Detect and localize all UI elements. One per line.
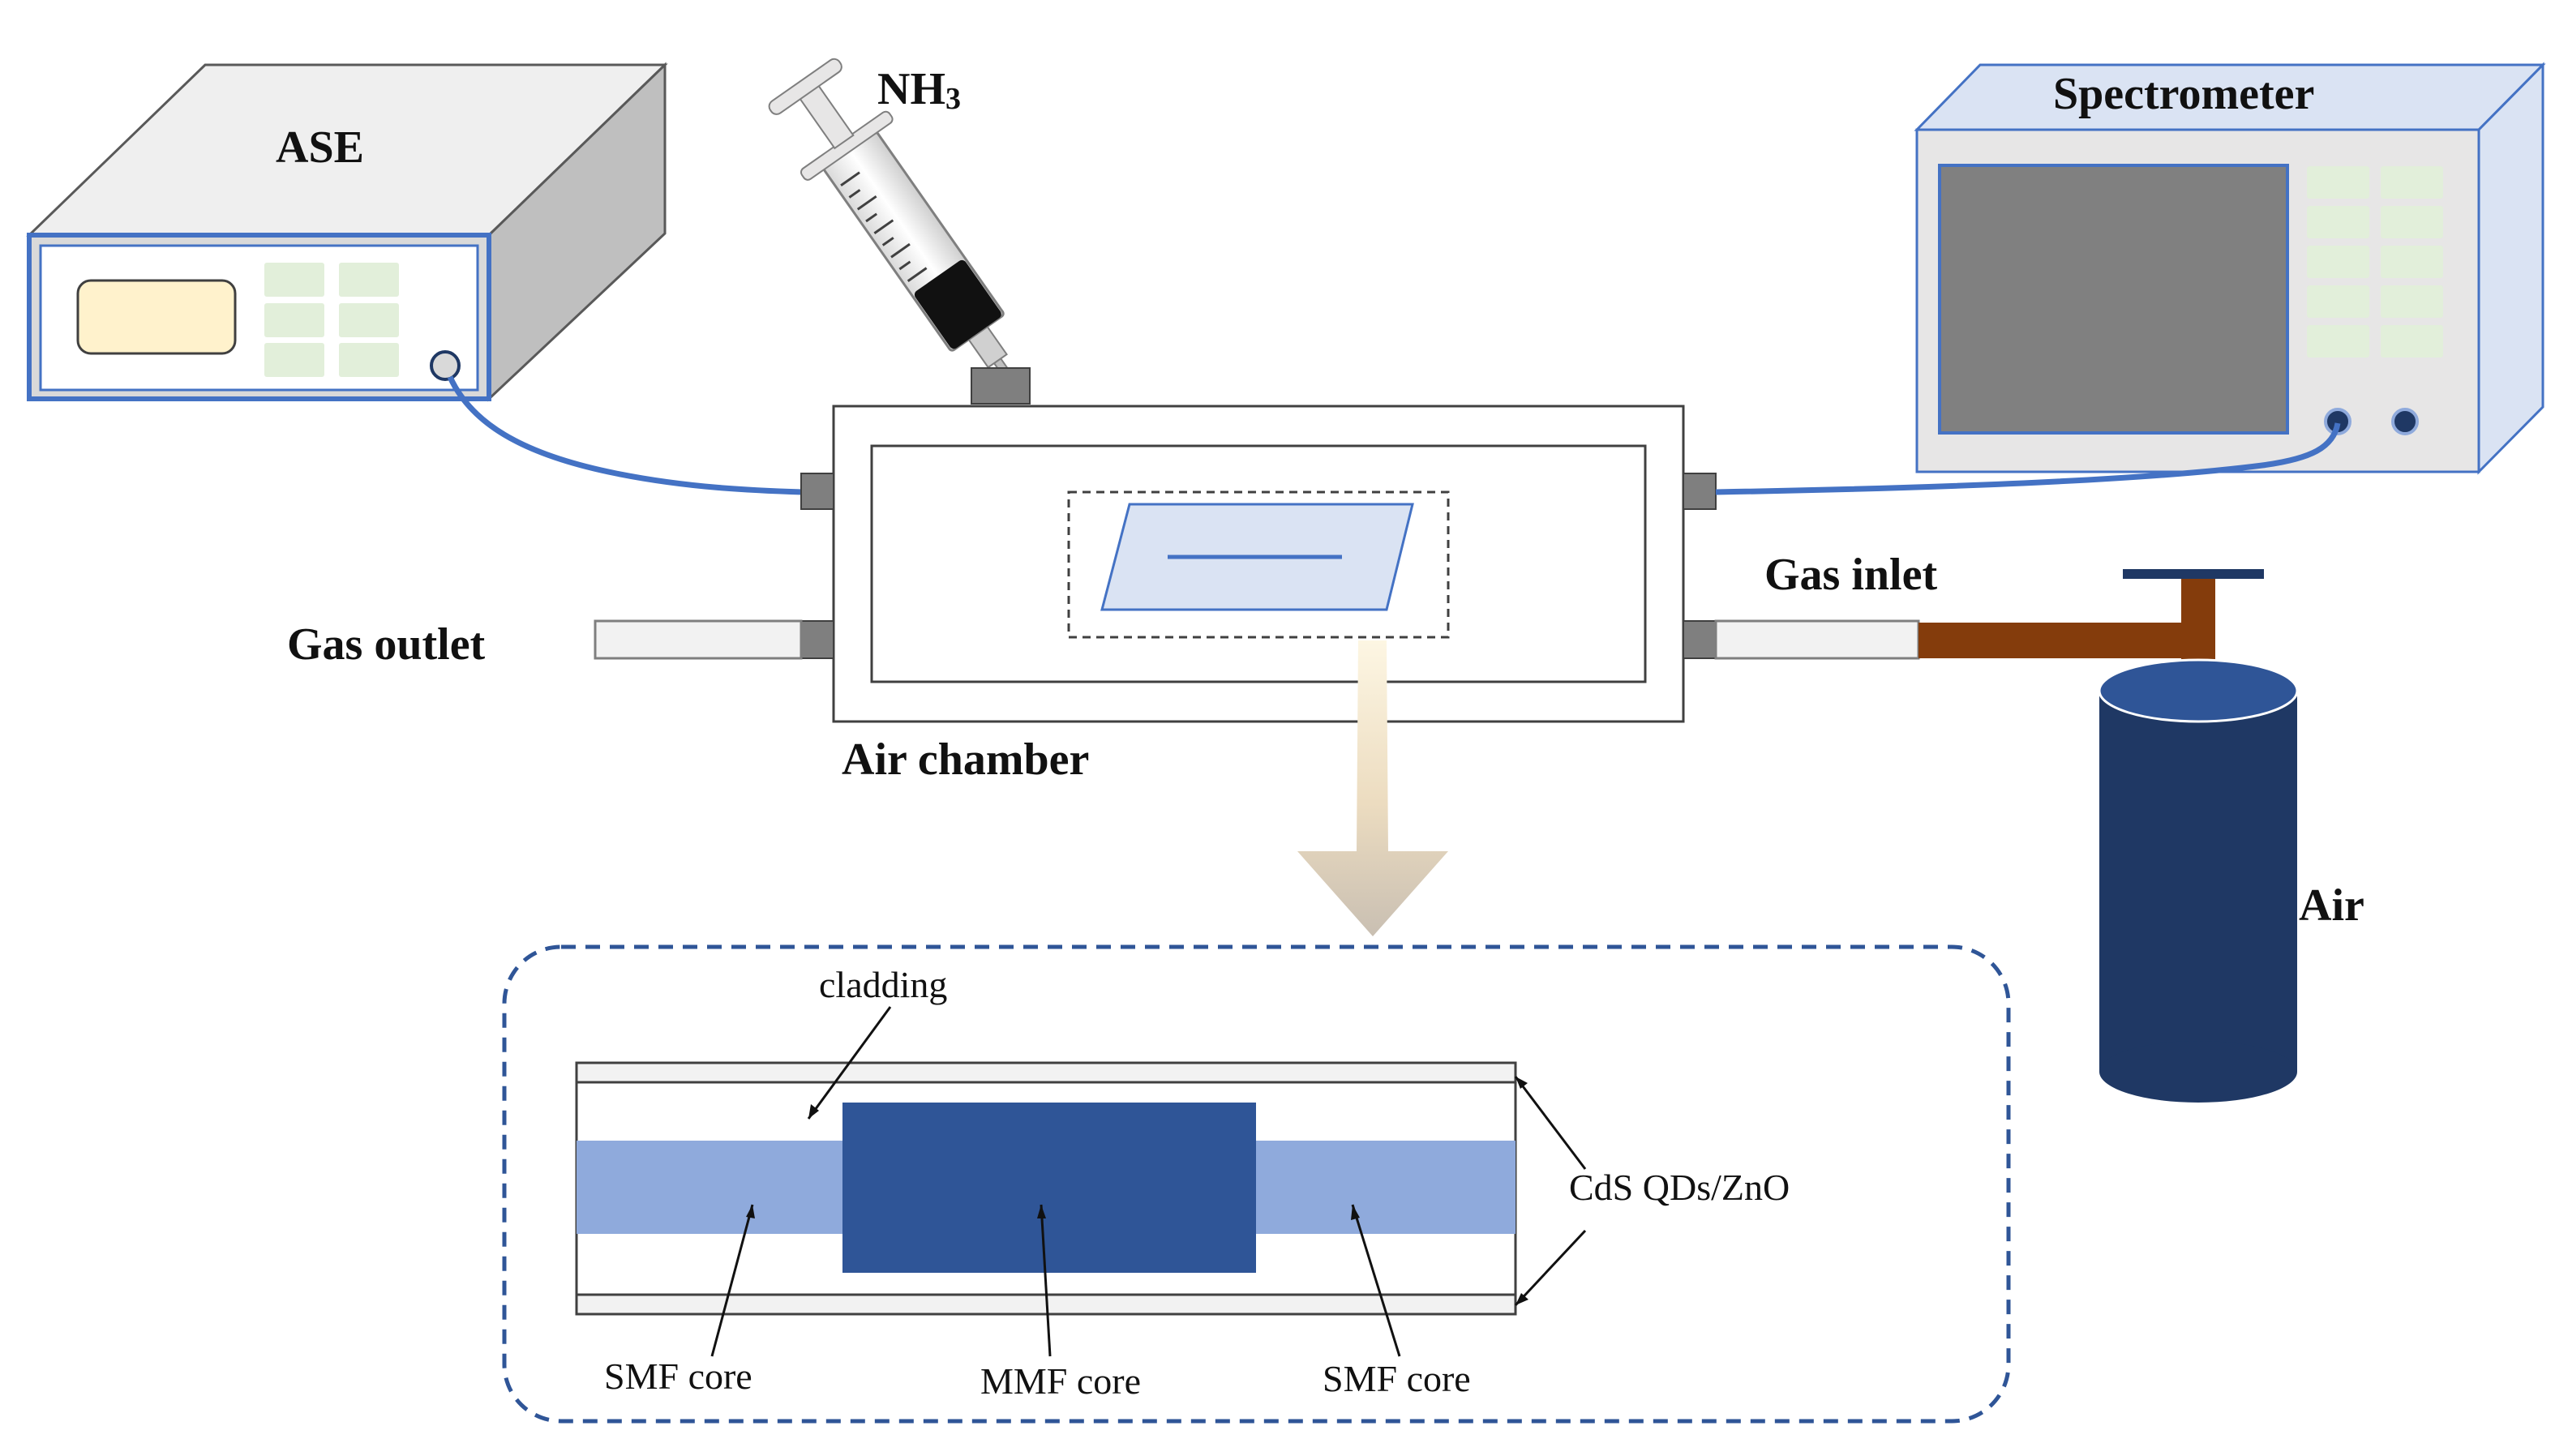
smf-core-left-label: SMF core bbox=[604, 1355, 752, 1397]
smf-left-arrowhead bbox=[746, 1205, 755, 1218]
fiber-port-right bbox=[1683, 473, 1717, 510]
smf-core-segment-left bbox=[577, 1141, 844, 1234]
input-fiber bbox=[447, 375, 804, 495]
chamber-inlet-port bbox=[971, 367, 1031, 405]
ase-key bbox=[339, 343, 399, 377]
coating-leader-top bbox=[1514, 1076, 1587, 1170]
mmf-leader bbox=[1040, 1204, 1052, 1357]
spectrometer-key bbox=[2307, 206, 2369, 238]
gas-port-left bbox=[800, 620, 834, 659]
ase-keypad bbox=[264, 263, 399, 377]
gas-inlet-label: Gas inlet bbox=[1764, 550, 1937, 600]
cladding-label: cladding bbox=[819, 964, 947, 1005]
mmf-core-label: MMF core bbox=[980, 1360, 1141, 1402]
syringe bbox=[768, 58, 1014, 382]
valve-handle bbox=[2123, 569, 2264, 579]
zoom-arrow bbox=[1297, 640, 1448, 936]
ase-key bbox=[264, 263, 324, 297]
smf-right-arrowhead bbox=[1351, 1205, 1360, 1220]
cladding-leader bbox=[807, 1006, 892, 1120]
cladding-arrowhead bbox=[808, 1104, 819, 1119]
air-chamber-label: Air chamber bbox=[842, 734, 1089, 785]
syringe-thumb-rest bbox=[768, 58, 842, 115]
ase-source: ASE bbox=[26, 62, 668, 402]
air-chamber: Air chamber bbox=[800, 367, 1717, 785]
mmf-core-segment bbox=[842, 1103, 1256, 1273]
ase-output-port bbox=[430, 350, 461, 381]
spectrometer-key bbox=[2307, 325, 2369, 358]
smf-core-right-label: SMF core bbox=[1323, 1358, 1471, 1399]
ase-key bbox=[339, 263, 399, 297]
output-fiber bbox=[1715, 422, 2341, 495]
pipe-horizontal bbox=[1918, 623, 2198, 658]
spectrometer-key bbox=[2381, 285, 2443, 318]
spectrometer-key bbox=[2381, 325, 2443, 358]
spectrometer-key bbox=[2381, 206, 2443, 238]
spectrometer-aux-port bbox=[2391, 408, 2419, 435]
air-label: Air bbox=[2299, 880, 2364, 931]
spectrometer-key bbox=[2307, 285, 2369, 318]
spectrometer-input-port bbox=[2324, 408, 2351, 435]
spectrometer-screen bbox=[1938, 164, 2289, 435]
ase-key bbox=[264, 303, 324, 337]
ase-key bbox=[264, 343, 324, 377]
coating-leader-bottom bbox=[1514, 1229, 1587, 1307]
ase-display bbox=[76, 279, 237, 355]
gas-outlet-tube bbox=[594, 619, 803, 660]
cylinder-bottom bbox=[2099, 1041, 2297, 1103]
spectrometer-key bbox=[2307, 166, 2369, 199]
spectrometer-key bbox=[2307, 246, 2369, 278]
spectrometer-label: Spectrometer bbox=[2053, 69, 2314, 119]
spectrometer-key bbox=[2381, 246, 2443, 278]
ase-key bbox=[339, 303, 399, 337]
leader-arrowheads bbox=[746, 1077, 1528, 1305]
nh3-label: NH3 bbox=[877, 64, 961, 116]
inset-border bbox=[502, 944, 2011, 1424]
nh3-label-main: NH bbox=[877, 64, 945, 114]
spectrometer-keypad bbox=[2307, 166, 2443, 358]
spectrometer-key bbox=[2381, 166, 2443, 199]
cylinder-body bbox=[2099, 691, 2297, 1072]
fiber-port-left bbox=[800, 473, 834, 510]
syringe-scale-marks bbox=[840, 171, 928, 282]
ase-label: ASE bbox=[276, 122, 364, 173]
smf-right-leader bbox=[1351, 1204, 1401, 1357]
gas-outlet-label: Gas outlet bbox=[287, 619, 486, 670]
smf-left-leader bbox=[710, 1204, 754, 1357]
air-cylinder: Air bbox=[2098, 658, 2364, 1103]
syringe-plunger-seal bbox=[914, 259, 1001, 349]
coating-arrowhead-top bbox=[1516, 1077, 1528, 1089]
coating-layer-top bbox=[575, 1061, 1517, 1084]
spectrometer-side-face bbox=[2477, 62, 2544, 475]
smf-core-segment-right bbox=[1255, 1141, 1516, 1234]
mmf-arrowhead bbox=[1037, 1205, 1046, 1218]
sensor-structure-inset: cladding CdS QDs/ZnO SMF core MMF core S… bbox=[502, 944, 2011, 1424]
gas-inlet-tube bbox=[1714, 619, 1920, 660]
cylinder-top bbox=[2098, 658, 2299, 723]
spectrometer: Spectrometer bbox=[1914, 62, 2546, 475]
nh3-label-subscript: 3 bbox=[945, 82, 961, 116]
leader-lines bbox=[710, 1006, 1587, 1357]
coating-label: CdS QDs/ZnO bbox=[1569, 1167, 1790, 1208]
coating-arrowhead-bottom bbox=[1516, 1293, 1528, 1305]
gas-port-right bbox=[1683, 620, 1717, 659]
